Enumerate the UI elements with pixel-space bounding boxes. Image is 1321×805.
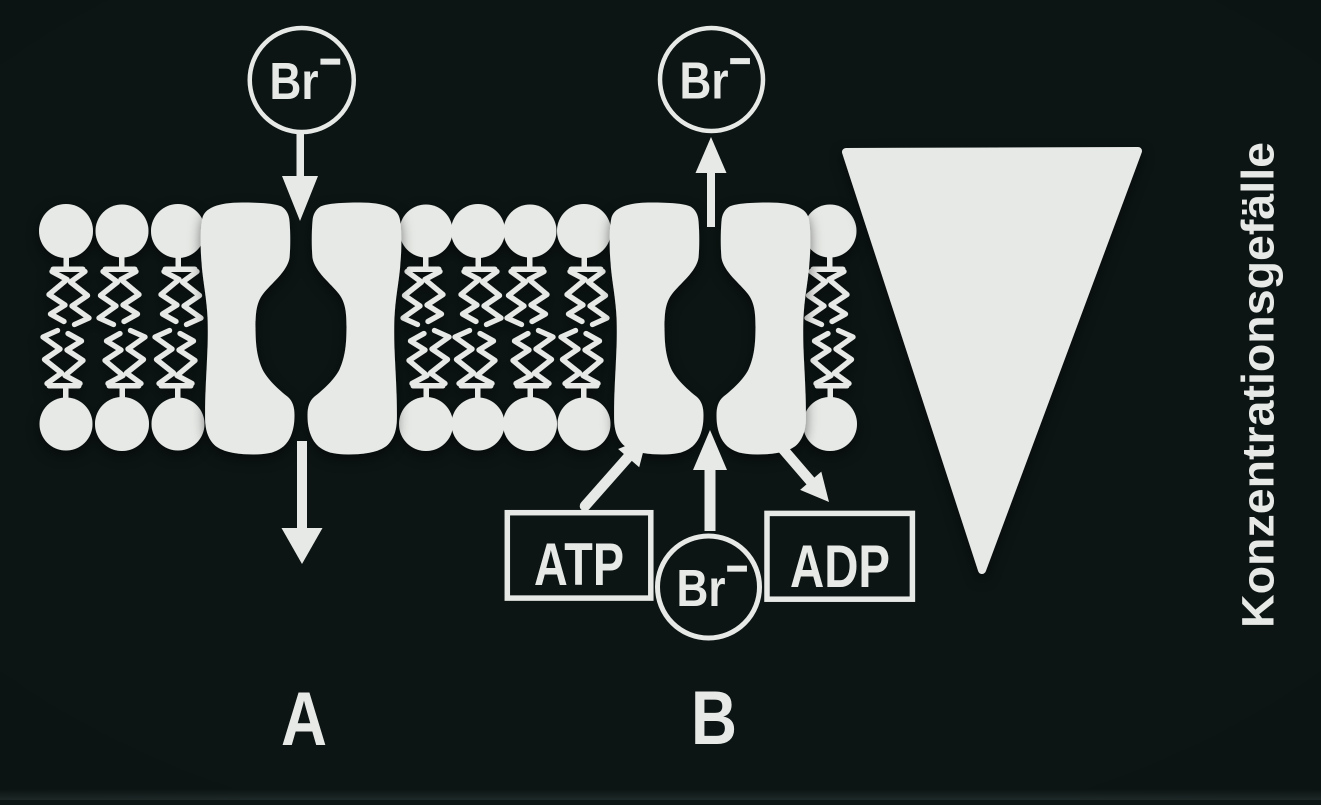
channel-a-right-half	[307, 202, 402, 455]
lipid	[151, 204, 205, 325]
arrow-shaft	[764, 428, 819, 490]
lipid	[40, 331, 93, 451]
arrow-shaft	[579, 449, 636, 512]
arrow-head	[693, 430, 727, 470]
ion-symbol: Br	[270, 53, 319, 111]
arrow-b-in	[693, 430, 727, 531]
arrow-shaft	[296, 130, 304, 178]
channel-protein-a	[200, 202, 402, 455]
lipid	[95, 331, 149, 452]
arrow-head	[695, 137, 727, 173]
arrow-shaft	[297, 441, 307, 531]
atp-box: ATP	[504, 509, 654, 601]
lipid	[558, 331, 611, 451]
lipid	[503, 331, 557, 452]
lipid	[39, 204, 93, 325]
lipid	[504, 205, 557, 325]
arrows	[281, 130, 829, 564]
pump-b-right-half	[716, 202, 811, 455]
arrow-head	[618, 437, 647, 468]
adp-box-outline	[764, 510, 916, 602]
arrow-atp-to-pump	[579, 437, 647, 512]
lipid	[803, 331, 857, 452]
channel-a-left-half	[200, 202, 295, 455]
adp-label: ADP	[790, 533, 890, 600]
ion-b-bottom: Br −	[655, 533, 762, 641]
pump-protein-b	[609, 202, 811, 455]
arrow-head	[800, 471, 829, 502]
ion-circle	[657, 25, 766, 134]
ion-circle	[247, 25, 356, 135]
lipid	[557, 204, 611, 325]
arrow-head	[282, 176, 318, 221]
arrow-a-out	[281, 441, 323, 564]
ion-charge: −	[319, 30, 342, 92]
arrow-a-in	[282, 130, 318, 221]
lipid	[399, 331, 453, 452]
lipid	[152, 331, 205, 451]
lipid	[452, 331, 505, 451]
lipid	[96, 205, 149, 325]
pump-b-left-half	[609, 202, 704, 455]
gradient-triangle	[842, 147, 1142, 574]
atp-label: ATP	[534, 531, 624, 598]
panel-label-b: B	[691, 676, 737, 761]
panel-label-a: A	[281, 677, 327, 762]
lipid	[451, 204, 505, 325]
arrow-shaft	[704, 465, 716, 531]
arrow-pump-to-adp	[764, 428, 829, 502]
arrow-head	[281, 528, 323, 564]
ion-circle	[655, 533, 762, 641]
ion-a-top: Br −	[247, 25, 356, 135]
arrow-shaft	[707, 172, 715, 227]
ion-charge: −	[726, 537, 749, 599]
ion-charge: −	[729, 30, 752, 92]
lipid	[400, 205, 453, 325]
gradient-label: Konzentrationsgefälle	[1233, 142, 1284, 628]
ion-b-top: Br −	[657, 25, 766, 134]
ion-symbol: Br	[680, 53, 729, 111]
ion-symbol: Br	[677, 560, 726, 618]
adp-box: ADP	[764, 510, 916, 602]
arrow-b-out	[695, 137, 727, 227]
atp-box-outline	[504, 509, 654, 601]
lipid	[804, 205, 857, 325]
